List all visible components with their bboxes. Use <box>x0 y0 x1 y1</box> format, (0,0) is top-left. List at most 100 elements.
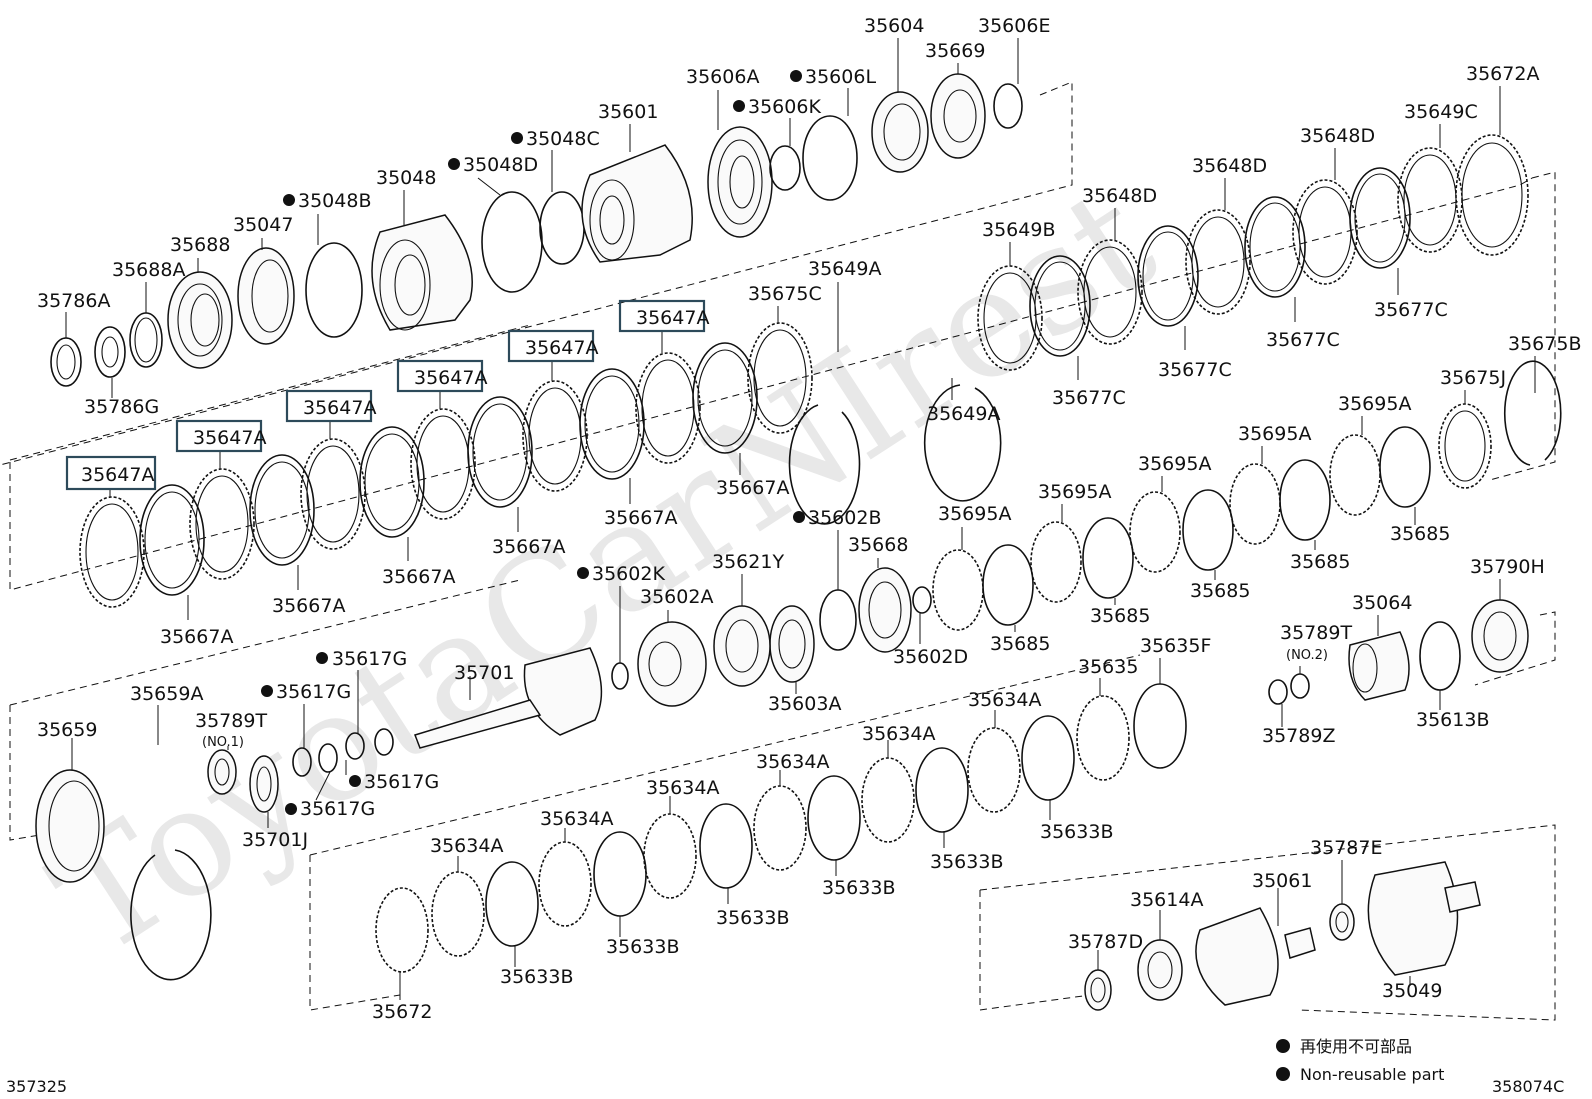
label-35613B: 35613B <box>1416 709 1489 731</box>
bearing-35047 <box>237 247 295 345</box>
plate-35685 <box>1182 489 1234 571</box>
label-35633B-1: 35633B <box>1040 821 1113 843</box>
label-35695A-2: 35695A <box>1238 423 1311 445</box>
legend-japanese: 再使用不可部品 <box>1300 1037 1412 1056</box>
label-35786A: 35786A <box>37 290 110 312</box>
label-35633B-3: 35633B <box>822 877 895 899</box>
snap-ring-35649A <box>923 384 1002 502</box>
label-35695A-1: 35695A <box>1338 393 1411 415</box>
label-35049: 35049 <box>1382 980 1442 1002</box>
label-35667A-5: 35667A <box>272 595 345 617</box>
label-35659: 35659 <box>37 719 97 741</box>
label-35603A: 35603A <box>768 693 841 715</box>
hub-35064 <box>1348 631 1410 701</box>
label-35648D-c: 35648D <box>1082 185 1157 207</box>
label-35647A-6: 35647A <box>81 464 154 486</box>
flange-35672 <box>375 887 429 973</box>
disc-35647A <box>189 468 255 580</box>
label-35048D: 35048D <box>463 154 538 176</box>
disc-35648D <box>1077 239 1143 345</box>
disc-35634A <box>643 813 697 899</box>
plate-35633B <box>593 831 647 917</box>
label-35633B-4: 35633B <box>716 907 789 929</box>
disc-35648D <box>1185 209 1251 315</box>
row6-clutch-pack <box>375 683 1187 973</box>
label-35647A-5: 35647A <box>193 427 266 449</box>
flange-35635 <box>1076 695 1130 781</box>
o-ring-35606L <box>802 115 858 201</box>
label-35667A-2: 35667A <box>604 507 677 529</box>
output-assembly <box>1084 861 1481 1011</box>
label-35634A-2: 35634A <box>862 723 935 745</box>
disc-35648D <box>1292 179 1358 285</box>
label-35606A: 35606A <box>686 66 759 88</box>
disc-35647A <box>522 380 588 492</box>
piston-35659 <box>35 769 105 883</box>
label-35048: 35048 <box>376 167 436 189</box>
bearing-35787E <box>1329 903 1355 941</box>
label-35649B: 35649B <box>982 219 1055 241</box>
label-35667A-4: 35667A <box>382 566 455 588</box>
seal-ring-35617G <box>374 728 394 756</box>
plate-35677C <box>1244 196 1306 298</box>
label-35649A-bot: 35649A <box>927 403 1000 425</box>
label-35634A-1: 35634A <box>968 689 1041 711</box>
label-35647A-2: 35647A <box>525 337 598 359</box>
label-35688: 35688 <box>170 234 230 256</box>
label-35695A-3: 35695A <box>1138 453 1211 475</box>
label-35649C: 35649C <box>1404 101 1478 123</box>
label-35621Y: 35621Y <box>712 551 784 573</box>
snap-ring-35613B <box>1419 621 1461 691</box>
bearing-35790H <box>1471 599 1529 673</box>
label-35675C: 35675C <box>748 283 822 305</box>
label-35634A-3: 35634A <box>756 751 829 773</box>
label-35617G-2: 35617G <box>276 681 351 703</box>
label-35672A: 35672A <box>1466 63 1539 85</box>
clutch-drum-35601 <box>581 144 693 263</box>
label-35667A-1: 35667A <box>716 477 789 499</box>
bearing-35603A <box>769 605 815 683</box>
o-ring-35048D <box>481 191 543 293</box>
row5-shaft-gears <box>35 567 1529 981</box>
label-35685-2: 35685 <box>1290 551 1350 573</box>
label-35677C-c: 35677C <box>1158 359 1232 381</box>
seal-ring-35617G <box>318 743 338 773</box>
label-35787D: 35787D <box>1068 931 1143 953</box>
label-35602D: 35602D <box>893 646 968 668</box>
plate-35667A <box>359 426 425 538</box>
o-ring-35602K <box>611 662 629 690</box>
flange-35675C <box>747 322 813 434</box>
disc-35634A <box>753 785 807 871</box>
label-35634A-5: 35634A <box>540 808 613 830</box>
label-35635: 35635 <box>1078 656 1138 678</box>
label-35677C-b: 35677C <box>1266 329 1340 351</box>
label-35601: 35601 <box>598 101 658 123</box>
label-35602A: 35602A <box>640 586 713 608</box>
assembly-boundaries <box>0 81 1556 1021</box>
drum-35049 <box>1367 861 1459 976</box>
row1-parts <box>50 73 1023 387</box>
label-35685-5: 35685 <box>990 633 1050 655</box>
label-35659A: 35659A <box>130 683 203 705</box>
label-35786G: 35786G <box>84 396 159 418</box>
label-35633B-6: 35633B <box>500 966 573 988</box>
label-35685-3: 35685 <box>1190 580 1250 602</box>
part-labels: 35786A 35786G 35688A 35688 35047 35048B … <box>37 15 1581 1023</box>
label-35064: 35064 <box>1352 592 1412 614</box>
label-35789T-no1: 35789T <box>195 710 267 732</box>
label-35668: 35668 <box>848 534 908 556</box>
disc-35647A <box>635 352 701 464</box>
label-35048B: 35048B <box>298 190 371 212</box>
legend-english: Non-reusable part <box>1300 1065 1444 1084</box>
label-35677C-a: 35677C <box>1374 299 1448 321</box>
plate-35667A <box>467 396 533 508</box>
label-35048C: 35048C <box>526 128 600 150</box>
label-35647A-3: 35647A <box>414 367 487 389</box>
label-35648D-a: 35648D <box>1300 125 1375 147</box>
snap-ring-35048B <box>305 242 363 338</box>
label-35790H: 35790H <box>1470 556 1545 578</box>
plate-35677C <box>1029 255 1091 357</box>
disc-35634A <box>861 757 915 843</box>
disc-35695A <box>1229 463 1281 545</box>
label-35635F: 35635F <box>1140 635 1211 657</box>
